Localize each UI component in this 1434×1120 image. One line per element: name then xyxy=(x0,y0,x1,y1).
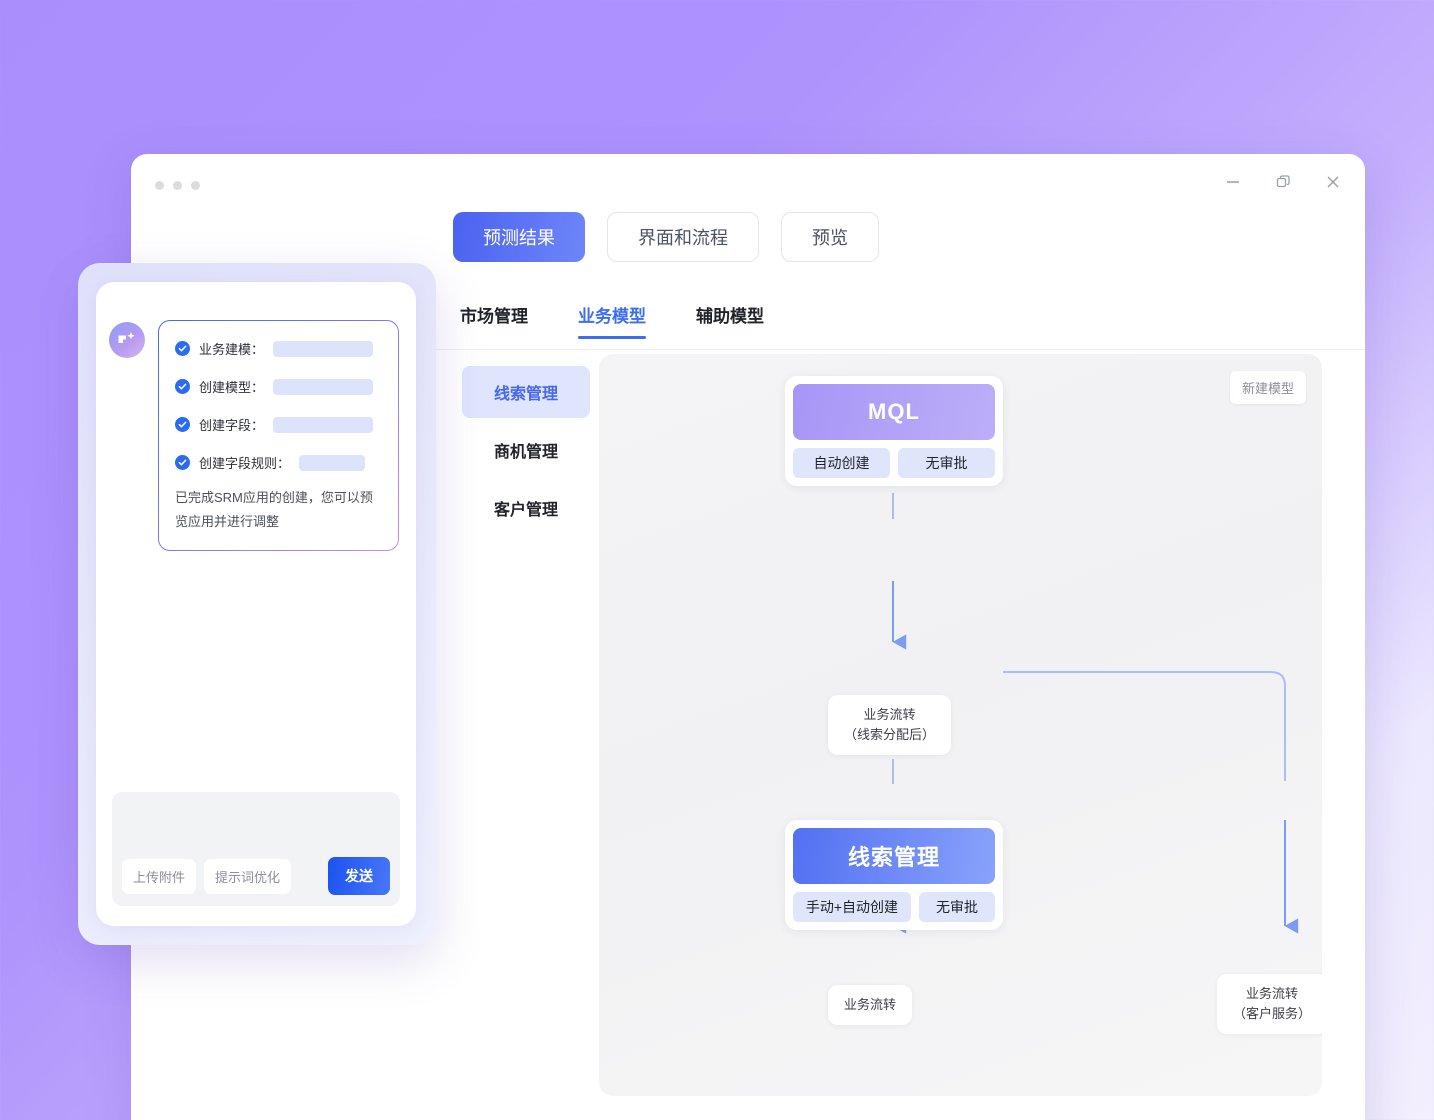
tab-prediction-result[interactable]: 预测结果 xyxy=(453,212,585,262)
edge-label-mql-to-lead-line2: （线索分配后） xyxy=(844,727,936,743)
task-item-2-value-placeholder xyxy=(273,416,374,433)
chat-composer[interactable]: 上传附件 提示词优化 发送 xyxy=(112,792,400,906)
task-item-3-value-placeholder xyxy=(299,454,366,471)
task-item-3-label: 创建字段规则： xyxy=(199,456,291,471)
nav-item-opportunity-management-label: 商机管理 xyxy=(493,444,558,461)
tab-prediction-result-label: 预测结果 xyxy=(483,228,555,248)
flow-node-lead-management-title: 线索管理 xyxy=(793,828,995,884)
chat-panel-backdrop: 业务建模： 创建模型： 创建字段： 创建 xyxy=(78,263,436,945)
tab-ui-and-flow[interactable]: 界面和流程 xyxy=(607,212,759,262)
task-item-0: 业务建模： xyxy=(175,339,382,358)
check-icon xyxy=(175,417,190,432)
flow-node-lead-management[interactable]: 线索管理 手动+自动创建 无审批 xyxy=(785,820,1003,930)
task-item-1-value-placeholder xyxy=(273,378,374,395)
prompt-optimize-button[interactable]: 提示词优化 xyxy=(204,858,292,894)
dot-2 xyxy=(173,181,182,190)
upload-attachment-button[interactable]: 上传附件 xyxy=(122,858,197,894)
edge-label-lead-to-opportunity-line1: 业务流转 xyxy=(844,997,897,1012)
task-item-1-label: 创建模型： xyxy=(199,380,265,395)
section-tab-auxiliary-model[interactable]: 辅助模型 xyxy=(696,302,764,339)
window-controls xyxy=(1221,170,1345,194)
new-model-button[interactable]: 新建模型 xyxy=(1229,371,1306,404)
task-item-0-value-placeholder xyxy=(273,340,374,357)
flow-node-mql-tag-1: 无审批 xyxy=(898,448,995,478)
edge-label-lead-to-customer: 业务流转 （客户服务） xyxy=(1217,974,1322,1035)
task-item-2-label: 创建字段： xyxy=(199,418,265,433)
section-tabs: 市场管理 业务模型 辅助模型 xyxy=(460,302,764,339)
task-item-1: 创建模型： xyxy=(175,377,382,396)
assistant-message-text: 已完成SRM应用的创建，您可以预览应用并进行调整 xyxy=(175,490,373,530)
view-mode-tabs: 预测结果 界面和流程 预览 xyxy=(453,212,879,262)
dot-1 xyxy=(155,181,164,190)
check-icon xyxy=(175,341,190,356)
chat-panel: 业务建模： 创建模型： 创建字段： 创建 xyxy=(96,282,416,926)
send-button-label: 发送 xyxy=(345,868,373,884)
restore-icon[interactable] xyxy=(1271,170,1295,194)
prompt-optimize-label: 提示词优化 xyxy=(215,869,281,885)
section-tab-business-model-label: 业务模型 xyxy=(578,307,646,326)
edge-label-lead-to-opportunity: 业务流转 xyxy=(828,985,913,1026)
edge-label-lead-to-customer-line2: （客户服务） xyxy=(1233,1006,1312,1022)
flow-node-mql-tag-0: 自动创建 xyxy=(793,448,890,478)
section-tab-market-management-label: 市场管理 xyxy=(460,307,528,326)
nav-item-customer-management-label: 客户管理 xyxy=(493,502,558,519)
flow-node-mql-title: MQL xyxy=(793,384,995,440)
check-icon xyxy=(175,455,190,470)
nav-item-lead-management[interactable]: 线索管理 xyxy=(462,366,590,418)
minimize-icon[interactable] xyxy=(1221,170,1245,194)
task-item-2: 创建字段： xyxy=(175,415,382,434)
assistant-message-bubble: 业务建模： 创建模型： 创建字段： 创建 xyxy=(158,320,399,551)
send-button[interactable]: 发送 xyxy=(328,857,390,895)
model-nav-list: 线索管理 商机管理 客户管理 xyxy=(462,366,590,540)
flow-node-mql[interactable]: MQL 自动创建 无审批 xyxy=(785,376,1003,486)
nav-item-opportunity-management[interactable]: 商机管理 xyxy=(462,424,590,476)
nav-item-lead-management-label: 线索管理 xyxy=(493,386,558,403)
section-tab-bar: 市场管理 业务模型 辅助模型 xyxy=(131,292,1365,350)
section-tab-auxiliary-model-label: 辅助模型 xyxy=(696,307,764,326)
tab-preview-label: 预览 xyxy=(812,228,848,248)
edge-label-mql-to-lead-line1: 业务流转 xyxy=(863,707,916,722)
flow-canvas[interactable]: 新建模型 MQL 自动创建 无审批 xyxy=(599,354,1322,1096)
edge-label-mql-to-lead: 业务流转 （线索分配后） xyxy=(828,695,952,756)
dot-3 xyxy=(191,181,200,190)
section-tab-business-model[interactable]: 业务模型 xyxy=(578,302,646,339)
close-icon[interactable] xyxy=(1321,170,1345,194)
tab-preview[interactable]: 预览 xyxy=(781,212,879,262)
new-model-button-label: 新建模型 xyxy=(1241,381,1294,396)
flow-node-lead-management-tag-0: 手动+自动创建 xyxy=(793,892,911,922)
title-bar xyxy=(131,154,1365,216)
upload-attachment-label: 上传附件 xyxy=(133,869,186,885)
check-icon xyxy=(175,379,190,394)
composer-actions: 上传附件 提示词优化 发送 xyxy=(122,857,390,895)
nav-item-customer-management[interactable]: 客户管理 xyxy=(462,482,590,534)
window-dots xyxy=(155,181,200,190)
tab-ui-and-flow-label: 界面和流程 xyxy=(638,228,728,248)
section-tab-market-management[interactable]: 市场管理 xyxy=(460,302,528,339)
flow-node-lead-management-tags: 手动+自动创建 无审批 xyxy=(793,892,995,922)
flow-node-mql-tags: 自动创建 无审批 xyxy=(793,448,995,478)
assistant-avatar-icon xyxy=(109,322,145,358)
edge-label-lead-to-customer-line1: 业务流转 xyxy=(1246,986,1299,1001)
flow-node-lead-management-tag-1: 无审批 xyxy=(918,892,995,922)
task-item-0-label: 业务建模： xyxy=(199,342,265,357)
task-item-3: 创建字段规则： xyxy=(175,453,382,472)
